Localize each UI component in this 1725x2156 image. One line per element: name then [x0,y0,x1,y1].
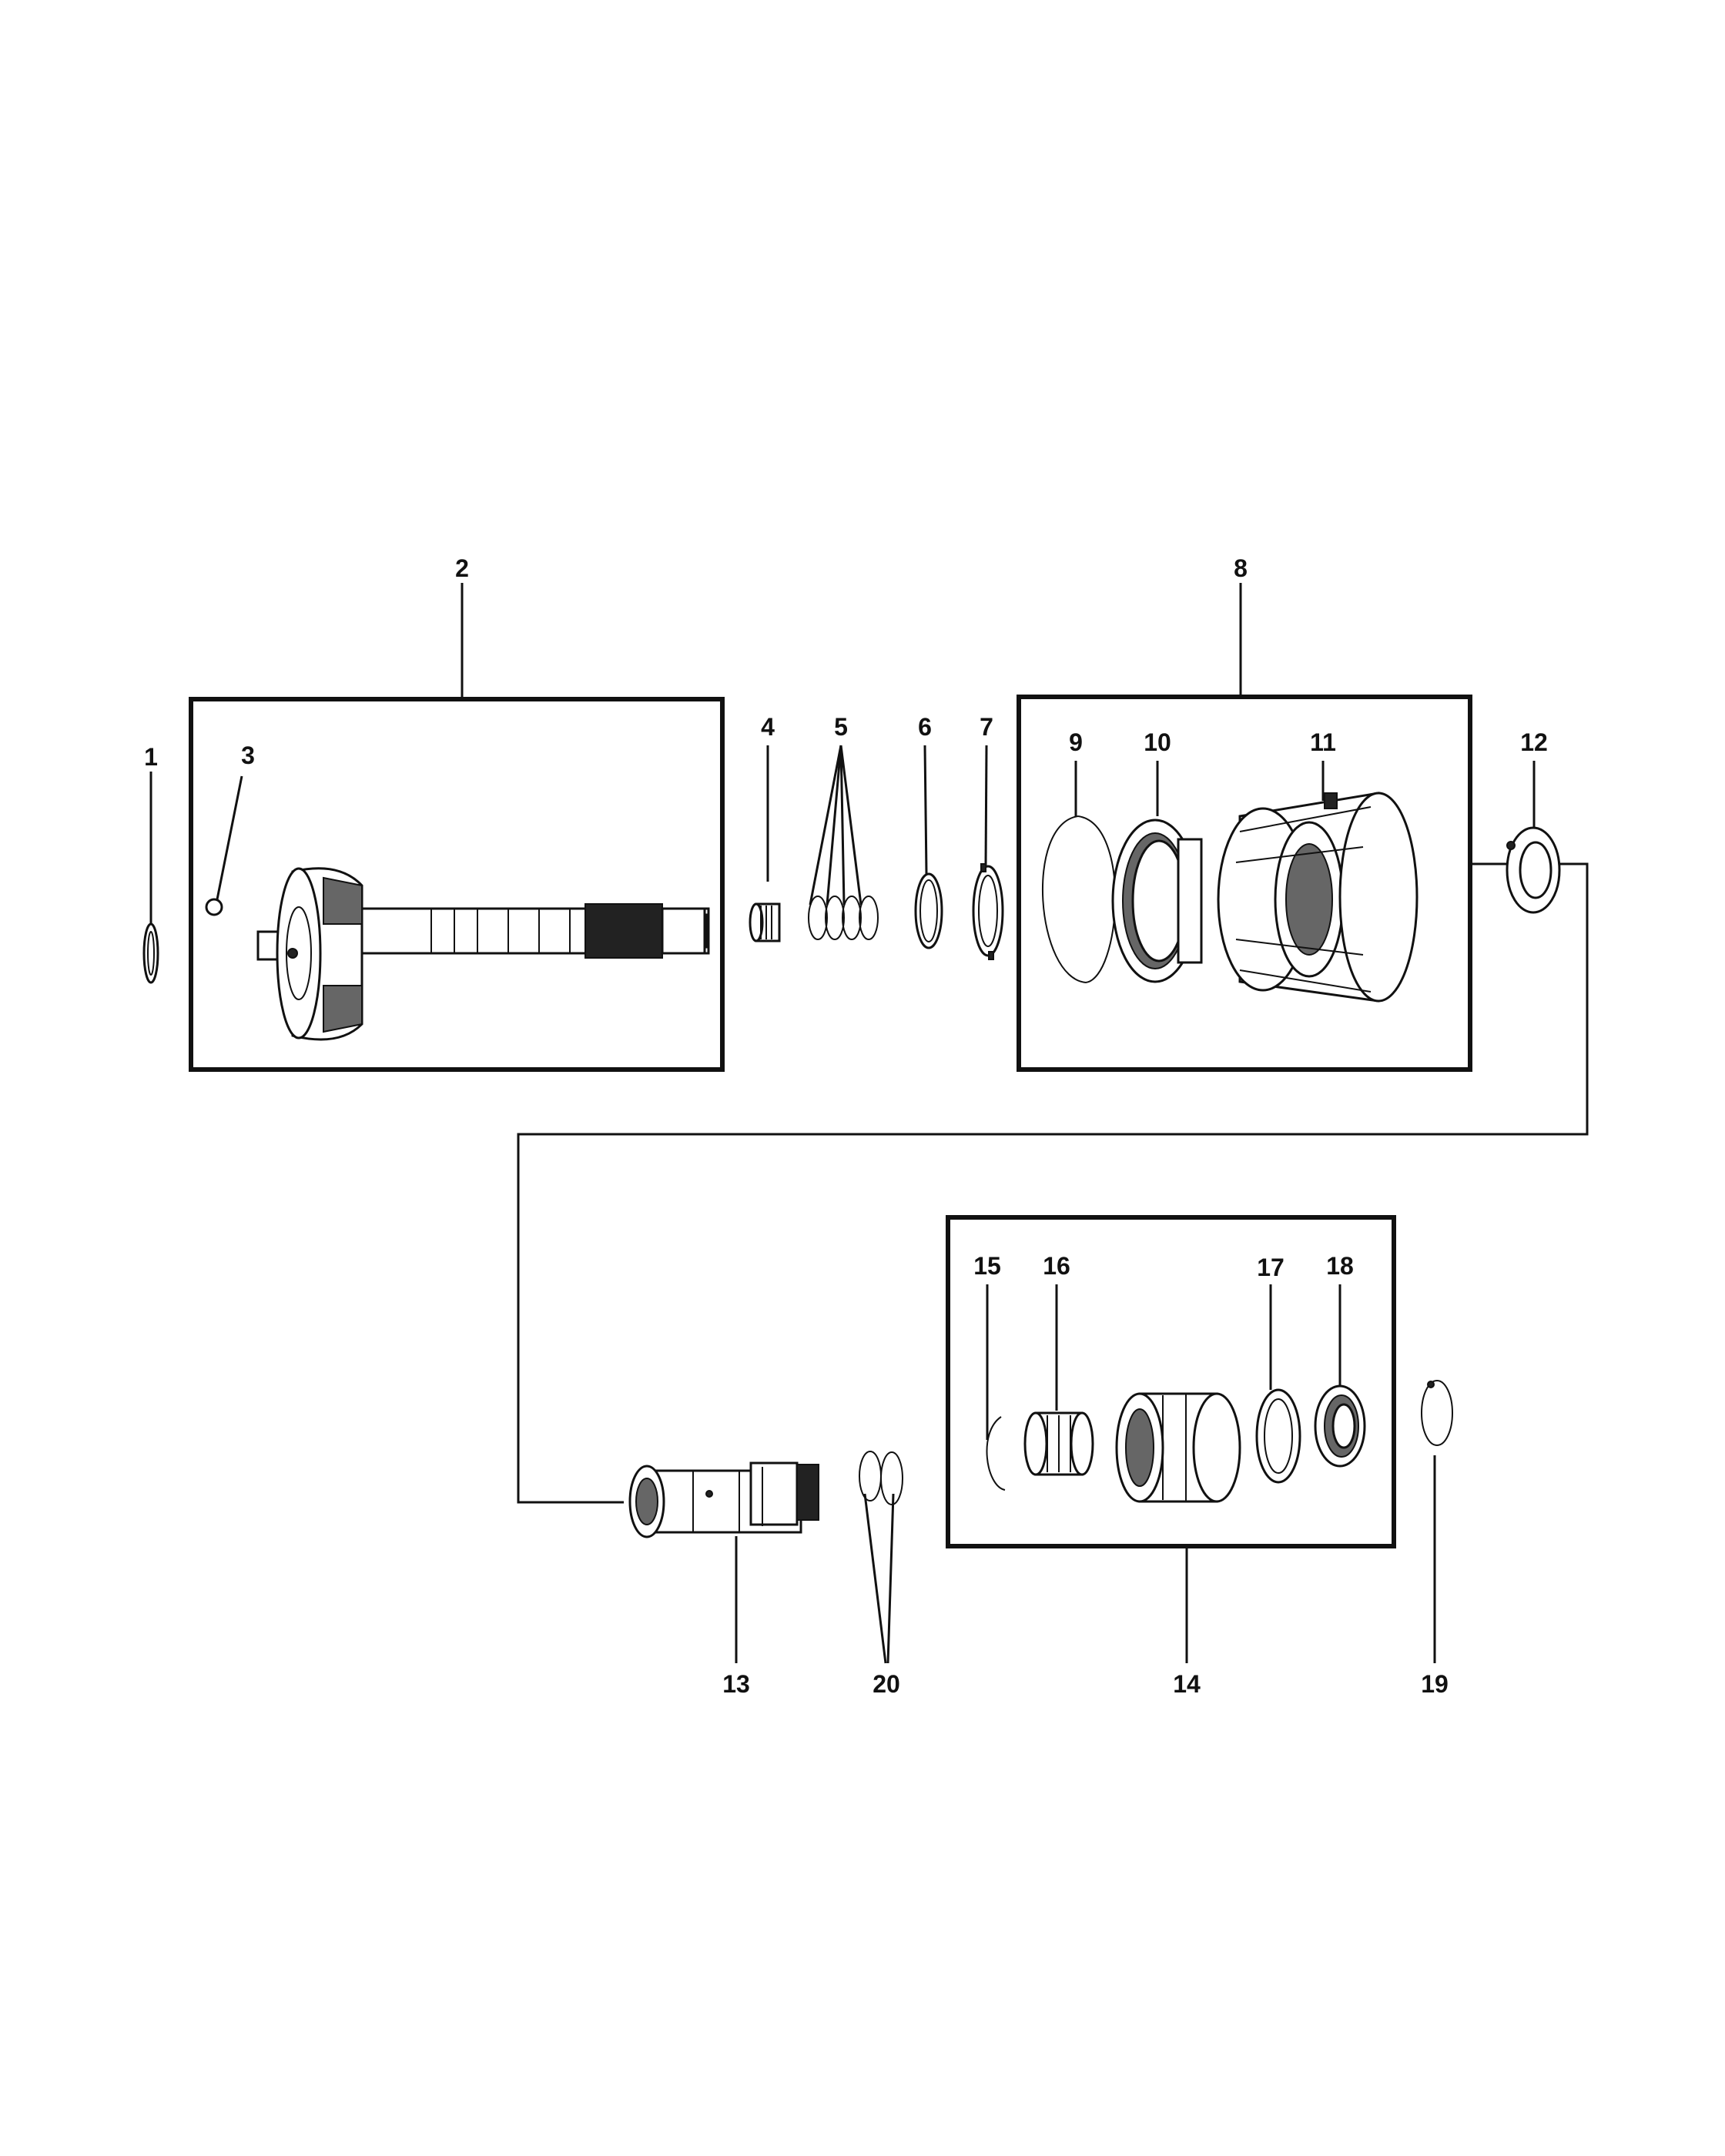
callout-11: 11 [1310,728,1336,756]
washer-part-17 [1255,1388,1301,1484]
snap-ring-part-19 [1421,1380,1453,1446]
callout-17: 17 [1257,1254,1285,1281]
ball-part-3 [205,898,223,916]
callout-4: 4 [761,713,775,741]
callout-1: 1 [144,743,158,771]
clutch-drum-part-11 [1217,792,1419,1003]
callout-9: 9 [1069,728,1083,756]
callout-labels: 1 2 3 4 5 6 7 8 9 10 11 12 13 14 15 16 1… [144,554,1548,1698]
washer-part-1 [142,922,159,984]
callout-20: 20 [873,1670,900,1698]
callout-8: 8 [1234,554,1248,582]
needle-bearing-part-4 [749,902,781,942]
callout-12: 12 [1520,728,1548,756]
callout-13: 13 [722,1670,750,1698]
seal-rings-part-5 [808,896,879,940]
callout-15: 15 [973,1252,1001,1280]
callout-7: 7 [980,713,993,741]
gear-part-14 [1115,1392,1241,1503]
callout-5: 5 [834,713,848,741]
bearing-seal-part-18 [1314,1384,1366,1468]
seal-part-12 [1506,826,1561,914]
leader-lines [149,583,1589,1664]
output-shaft-part-13 [628,1461,819,1538]
ring-gear-part-10 [1111,819,1203,983]
input-shaft-assembly-part-2 [256,867,710,1041]
callout-16: 16 [1043,1252,1070,1280]
group-frame-2 [189,697,725,1072]
group-frame-14 [946,1215,1396,1548]
seal-rings-part-20 [859,1451,903,1505]
thrust-washer-part-7 [972,863,1004,960]
group-frame-8 [1017,695,1472,1072]
snap-ring-part-15 [986,1416,1006,1491]
callout-2: 2 [455,554,469,582]
ring-part-6 [914,872,943,949]
callout-3: 3 [241,742,255,769]
snap-ring-part-9 [1042,815,1117,983]
callout-10: 10 [1144,728,1171,756]
callout-19: 19 [1421,1670,1449,1698]
roller-bearing-part-16 [1023,1411,1094,1476]
callout-6: 6 [918,713,932,741]
callout-14: 14 [1173,1670,1201,1698]
callout-18: 18 [1326,1252,1354,1280]
